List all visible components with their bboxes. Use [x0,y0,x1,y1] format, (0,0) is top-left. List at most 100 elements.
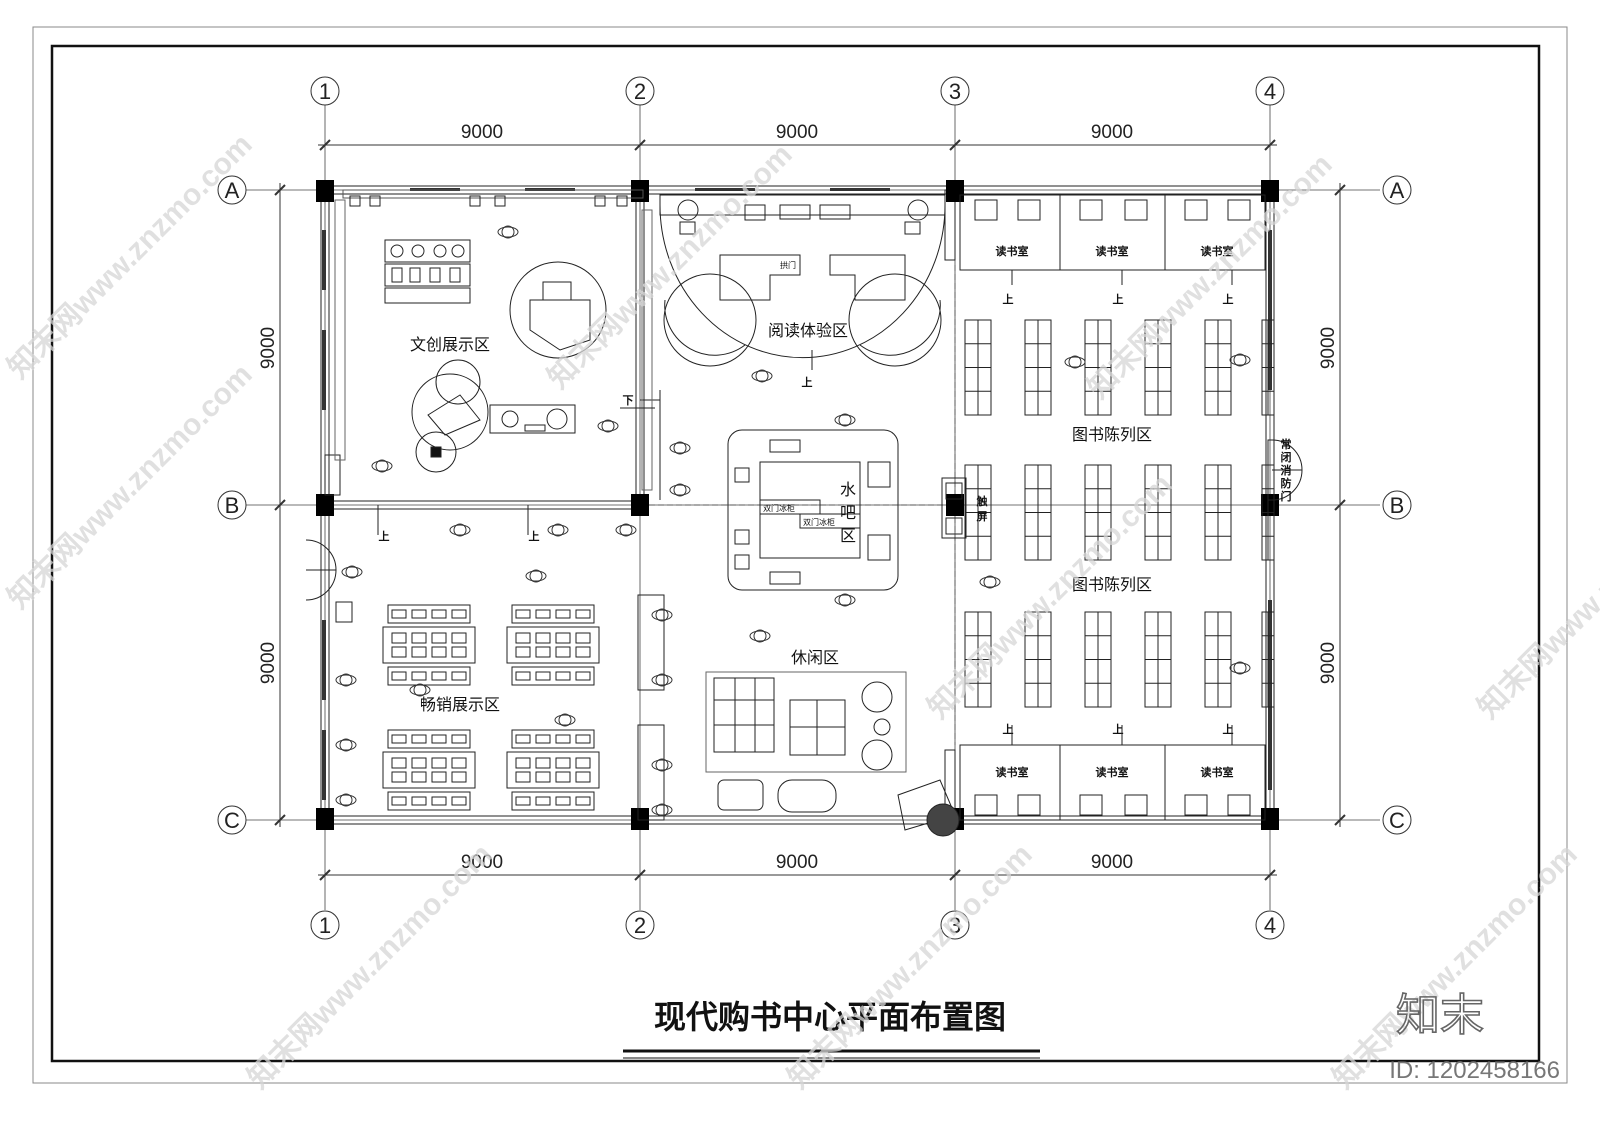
book-stack [575,671,591,681]
bestseller-table [506,626,600,664]
axis-row-b-right: B [1390,493,1405,518]
bestseller-table-bottom-shelf [511,666,595,686]
reading-room-top-2: 读书室 [1096,244,1129,258]
up-arrow-label-2: 上 [1113,292,1124,306]
up-arrow-label-7: 上 [802,375,813,389]
person-head [655,803,669,817]
person-head [551,523,565,537]
book-stack [575,771,591,783]
book-stack [431,609,447,619]
reading-room-top-3: 读书室 [1201,244,1234,258]
zone-label-bestseller: 畅销展示区 [420,695,500,714]
book-stack [535,671,551,681]
person-head [413,683,427,697]
person-head [619,523,633,537]
book-stack [575,609,591,619]
person-shoulders [1229,354,1251,366]
person-head [1068,355,1082,369]
book-stack [535,609,551,619]
person-shoulders [547,524,569,536]
book-stack [555,646,571,658]
fire-door-char-2: 闭 [1281,450,1292,464]
book-stack [391,757,407,769]
book-stack [451,609,467,619]
book-stack [411,757,427,769]
bestseller-table-bottom-shelf [511,791,595,811]
person-shoulders [597,420,619,432]
book-stack [431,771,447,783]
bestseller-table [506,751,600,789]
bestseller-table-bottom-shelf [387,791,471,811]
axis-col-2-top: 2 [634,79,646,104]
person-head [345,565,359,579]
structural-columns [316,180,1279,830]
person-shoulders [834,594,856,606]
person-shoulders [341,566,363,578]
axis-col-4-bottom: 4 [1264,913,1276,938]
person-head [558,713,572,727]
book-stack [535,771,551,783]
axis-col-3-bottom: 3 [949,913,961,938]
person-shoulders [834,414,856,426]
book-stack [575,757,591,769]
zone-label-leisure: 休闲区 [791,648,839,667]
axis-bubbles [217,76,1412,940]
person-head [838,593,852,607]
book-stack [555,632,571,644]
zone-label-water-bar-1: 水 [840,480,856,499]
book-stack [555,734,571,744]
book-stack [555,771,571,783]
book-stack [431,734,447,744]
person-shoulders [669,484,691,496]
person-head [655,758,669,772]
book-stack [391,734,407,744]
up-arrow-label-5: 上 [1113,722,1124,736]
book-stack [575,796,591,806]
inner-frame [50,44,1541,1063]
up-arrow-label-3: 上 [1223,292,1234,306]
watermark-text-6: 知末网www.znzmo.com [1472,468,1600,725]
person-shoulders [335,674,357,686]
book-stack [451,757,467,769]
person-shoulders [449,524,471,536]
person-shoulders [1229,662,1251,674]
book-stack [515,771,531,783]
creative-zone-furniture [324,189,653,496]
dim-right-2: 9000 [1318,642,1339,684]
watermark-text-2: 知末网www.znzmo.com [542,138,799,395]
book-stack [535,734,551,744]
book-stack [411,671,427,681]
person-head [339,738,353,752]
person-shoulders [651,759,673,771]
person-shoulders [651,609,673,621]
reading-experience-furniture [659,194,946,367]
book-stack [391,632,407,644]
axis-col-1-bottom: 1 [319,913,331,938]
person-head [673,441,687,455]
book-stack [555,757,571,769]
watermark-group: 知末网www.znzmo.com 知末网www.znzmo.com 知末网www… [2,128,1600,1095]
bestseller-table-bottom-shelf [387,666,471,686]
axis-row-a-left: A [225,178,240,203]
zone-label-water-bar-3: 区 [840,526,856,545]
axis-lines [245,105,1380,910]
book-stack [555,796,571,806]
book-stack [515,671,531,681]
dim-top-1: 9000 [461,122,503,143]
book-stack [515,609,531,619]
watermark-text-8: 知末网www.znzmo.com [782,838,1039,1095]
dim-bottom-2: 9000 [776,852,818,873]
book-stack [575,646,591,658]
water-bar-fridge-2: 双门冰柜 [803,517,835,527]
person-shoulders [409,684,431,696]
dim-left-1: 9000 [258,327,279,369]
person-shoulders [335,794,357,806]
book-stack [535,646,551,658]
person-shoulders [554,714,576,726]
bestseller-tables [382,604,600,811]
bestseller-table-top-shelf [387,729,471,749]
dim-top-3: 9000 [1091,122,1133,143]
axis-row-c-right: C [1389,808,1405,833]
book-stack [411,646,427,658]
